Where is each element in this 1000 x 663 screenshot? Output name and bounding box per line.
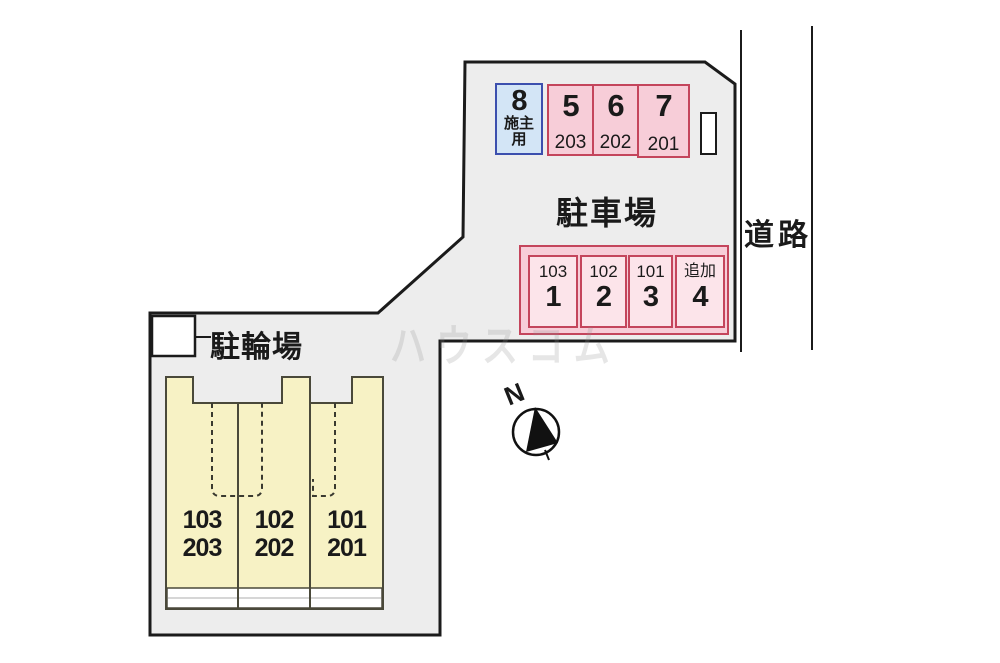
stall-unit: 203	[554, 132, 587, 153]
parking-stall-4-extra: 追加 4	[675, 255, 725, 328]
unit-second-floor: 202	[254, 534, 295, 562]
stall-number: 3	[642, 281, 659, 313]
parking-stall-8-owner: 8 施主用	[495, 83, 543, 155]
unit-first-floor: 101	[327, 506, 367, 534]
unit-second-floor: 203	[182, 534, 223, 562]
stall-number: 1	[545, 281, 561, 313]
stall-number: 7	[655, 88, 672, 123]
stair-dashed-path-right	[312, 403, 336, 497]
compass-needle	[526, 407, 558, 452]
bicycle-parking-box	[150, 314, 197, 358]
parking-stall-3: 101 3	[628, 255, 673, 328]
stall-unit: 103	[538, 262, 568, 281]
parking-stall-6: 6 202	[592, 84, 639, 156]
stall-unit: 202	[599, 132, 632, 153]
unit-first-floor: 103	[182, 506, 223, 534]
owner-use-note: 施主用	[503, 115, 534, 148]
stall-unit: 102	[589, 262, 618, 281]
parking-stall-1: 103 1	[528, 255, 578, 328]
road-label: 道路	[744, 219, 812, 252]
unit-first-floor: 102	[254, 506, 295, 534]
parking-stall-2: 102 2	[580, 255, 627, 328]
parking-stall-7: 7 201	[637, 84, 690, 158]
compass-needle-tail	[544, 449, 550, 461]
building-outline	[165, 376, 384, 610]
stall-number: 2	[595, 281, 612, 313]
bicycle-area-label: 駐輪場	[210, 331, 303, 364]
watermark: ハウスコム	[390, 322, 620, 371]
parking-area-label: 駐車場	[555, 195, 658, 231]
stall-unit: 201	[647, 134, 680, 155]
stall-number: 6	[607, 88, 624, 123]
stall-number: 4	[692, 281, 708, 313]
building-unit-103-203: 103 203	[167, 506, 237, 562]
stall-unit: 追加	[683, 263, 716, 280]
unit-second-floor: 201	[327, 534, 367, 562]
building-unit-102-202: 102 202	[239, 506, 309, 562]
stall-unit: 101	[636, 262, 665, 281]
building-unit-101-201: 101 201	[311, 506, 382, 562]
parking-stall-5: 5 203	[547, 84, 594, 156]
utility-box	[700, 112, 717, 155]
stall-number: 5	[562, 88, 579, 123]
stall-number: 8	[511, 85, 527, 117]
